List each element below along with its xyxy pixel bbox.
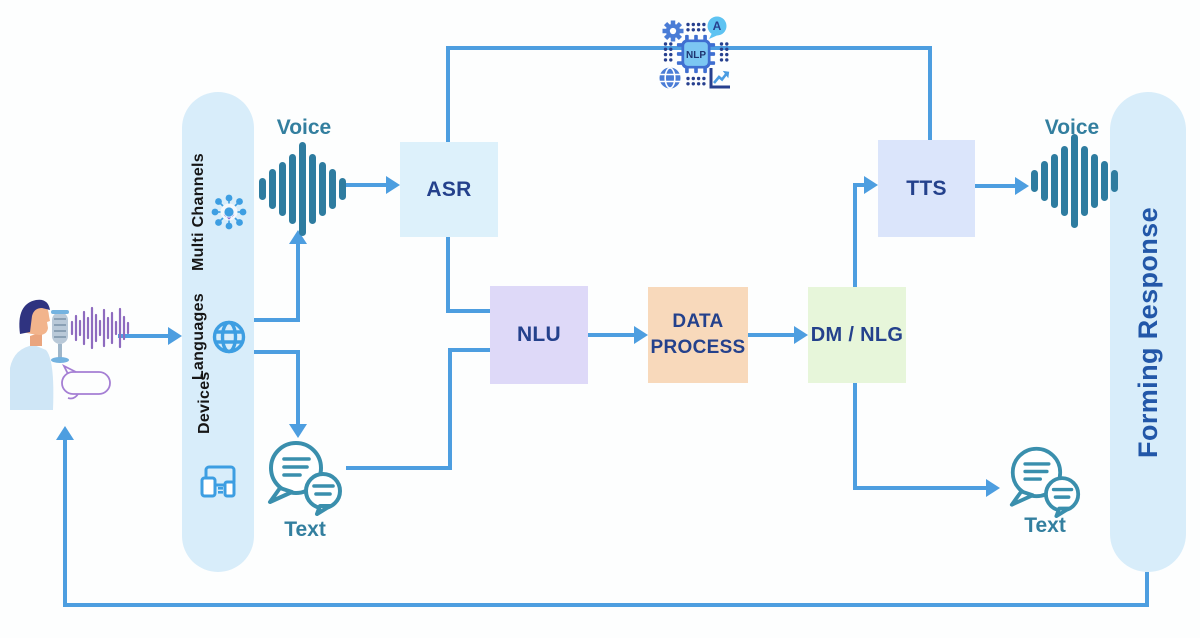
multi-channels-label: Multi Channels bbox=[189, 153, 207, 271]
forming-response-label: Forming Response bbox=[1132, 206, 1163, 458]
arrowhead-to-text-out bbox=[986, 479, 1000, 497]
text-out-label: Text bbox=[1024, 514, 1066, 537]
svg-text:NLP: NLP bbox=[686, 50, 706, 61]
gear-icon bbox=[662, 20, 684, 42]
connector-tts-to-voice bbox=[975, 184, 1017, 188]
connector-panel-to-text-v bbox=[296, 352, 300, 426]
arrowhead-to-tts bbox=[864, 176, 878, 194]
connector-panel-to-voice-v bbox=[296, 244, 300, 320]
devices-icon bbox=[200, 465, 236, 498]
arrowhead-to-text-in bbox=[289, 424, 307, 438]
voice-in-waveform-icon bbox=[258, 142, 346, 236]
svg-text:A: A bbox=[713, 19, 722, 33]
dots-bottom bbox=[686, 76, 706, 86]
speaking-user-illustration bbox=[10, 299, 130, 410]
connector-asr-to-nlu-v bbox=[446, 237, 450, 311]
arrowhead-loop bbox=[56, 426, 74, 440]
connector-text-to-nlu-h1 bbox=[346, 466, 452, 470]
assistant-bubble-icon: A bbox=[707, 16, 727, 39]
connector-nlu-to-dp bbox=[588, 333, 636, 337]
connector-asr-to-nlu-h bbox=[446, 309, 490, 313]
connector-dm-to-tts-h bbox=[853, 183, 866, 187]
panel-item-multi-channels: Multi Channels bbox=[182, 132, 254, 292]
nlp-chip-icon: NLP bbox=[676, 34, 716, 74]
connector-dm-to-tts-v bbox=[853, 185, 857, 287]
dots-right bbox=[719, 42, 729, 62]
connector-nlp-to-tts bbox=[928, 48, 932, 140]
text-in-chat-icon bbox=[268, 441, 342, 516]
arrowhead-to-dp bbox=[634, 326, 648, 344]
nlu-label: NLU bbox=[516, 323, 562, 346]
chart-icon bbox=[709, 68, 730, 89]
input-channels-panel: Multi Channels Lang bbox=[182, 92, 254, 572]
connector-voice-to-asr bbox=[344, 183, 388, 187]
dm-nlg-label: DM / NLG bbox=[810, 323, 904, 346]
connector-loop-bottom bbox=[63, 603, 1149, 607]
connector-dm-to-text-h bbox=[853, 486, 988, 490]
connector-text-to-nlu-v bbox=[448, 350, 452, 470]
nlp-unit-icon: A NLP bbox=[648, 4, 752, 98]
arrowhead-to-dm bbox=[794, 326, 808, 344]
connector-dp-to-dm bbox=[748, 333, 796, 337]
connector-user-to-panel bbox=[118, 334, 170, 338]
connector-loop-up bbox=[63, 440, 67, 605]
arrowhead-user-to-panel bbox=[168, 327, 182, 345]
connector-asr-to-nlp bbox=[446, 48, 450, 142]
dots-top bbox=[686, 22, 706, 32]
globe-icon bbox=[212, 320, 245, 354]
connector-dm-to-text-v bbox=[853, 383, 857, 488]
voice-out-label: Voice bbox=[1044, 116, 1100, 139]
forming-response-panel: Forming Response bbox=[1110, 92, 1186, 572]
connector-panel-to-text bbox=[254, 350, 300, 354]
arrowhead-to-voice-out bbox=[1015, 177, 1029, 195]
nlu-node: NLU bbox=[490, 286, 588, 384]
panel-item-languages: Languages bbox=[182, 287, 254, 387]
dm-nlg-node: DM / NLG bbox=[808, 287, 906, 383]
connector-text-to-nlu-h2 bbox=[448, 348, 490, 352]
voice-out-waveform-icon bbox=[1030, 134, 1118, 228]
tts-node: TTS bbox=[878, 140, 975, 237]
data-process-node: DATA PROCESS bbox=[648, 287, 748, 383]
text-out-chat-icon bbox=[1009, 446, 1081, 518]
data-process-label: DATA PROCESS bbox=[650, 311, 746, 358]
network-hub-icon bbox=[211, 194, 246, 230]
text-in-label: Text bbox=[284, 518, 326, 541]
dots-left bbox=[663, 42, 673, 62]
voice-in-label: Voice bbox=[276, 116, 332, 139]
arrowhead-to-asr bbox=[386, 176, 400, 194]
globe-small-icon bbox=[659, 67, 681, 89]
asr-node: ASR bbox=[400, 142, 498, 237]
asr-label: ASR bbox=[426, 177, 472, 201]
tts-label: TTS bbox=[906, 176, 947, 200]
connector-panel-to-voice bbox=[254, 318, 300, 322]
connector-loop-down bbox=[1145, 572, 1149, 605]
panel-item-devices bbox=[182, 427, 254, 537]
devices-label: Devices bbox=[196, 371, 213, 434]
